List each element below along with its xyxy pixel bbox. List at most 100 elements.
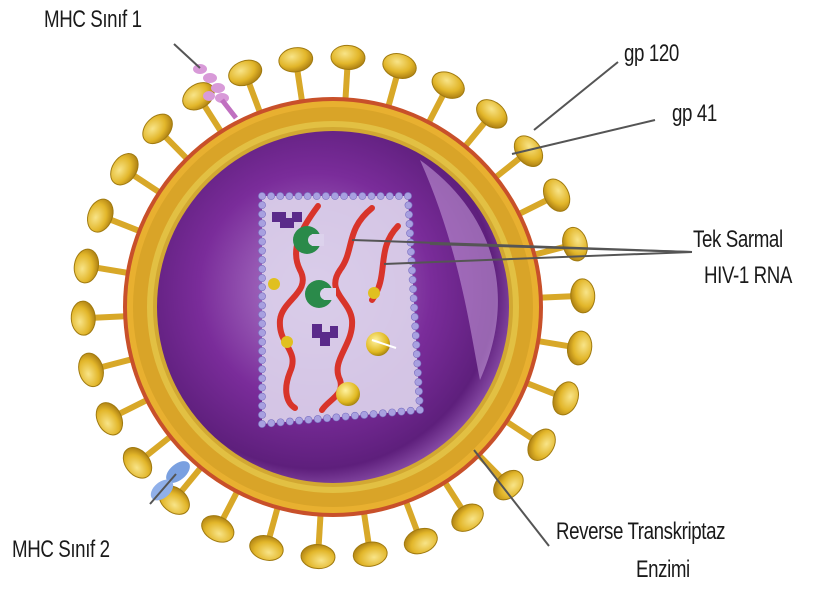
capsid-bead [409,267,416,274]
capsid-bead [258,329,265,336]
capsid-bead [351,412,358,419]
capsid-bead [304,192,311,199]
gp120-knob-icon [75,350,107,389]
gp120-knob-icon [548,378,583,418]
capsid-bead [415,378,422,385]
capsid-bead [368,192,375,199]
capsid-bead [406,230,413,237]
capsid-bead [258,293,265,300]
gp120-knob-icon [300,544,335,570]
capsid-bead [414,360,421,367]
gp120-knob-icon [71,301,96,336]
capsid-bead [407,407,414,414]
capsid-bead [405,211,412,218]
capsid-bead [404,192,411,199]
capsid-bead [258,357,265,364]
gp120-knob-icon [247,532,286,564]
capsid-bead [415,388,422,395]
capsid-bead [389,409,396,416]
capsid-bead [258,420,265,427]
gp120-knob-icon [277,45,314,74]
capsid-bead [258,366,265,373]
capsid-bead [408,248,415,255]
label-mhc-class1: MHC Sınıf 1 [44,6,142,34]
capsid-bead [258,238,265,245]
label-gp120: gp 120 [624,40,679,68]
leader-gp120 [534,62,618,130]
label-rt-line2: Enzimi [636,556,690,584]
capsid-bead [258,393,265,400]
leader-gp41 [512,120,655,154]
capsid-bead [314,415,321,422]
gp120-knob-icon [401,524,441,558]
gp120-knob-icon [522,424,561,466]
capsid-bead [411,304,418,311]
label-rt-line1: Reverse Transkriptaz [556,518,725,546]
gp120-knob-icon [83,195,118,235]
gp120-knob-icon [105,148,144,190]
capsid-bead [333,414,340,421]
capsid-bead [268,192,275,199]
capsid-bead [258,256,265,263]
capsid-bead [258,311,265,318]
capsid-bead [341,192,348,199]
enzyme-ball [336,382,360,406]
gp120-knob-icon [352,540,389,569]
gp120-knob-icon [225,56,265,90]
gp120-knob-icon [197,510,238,547]
capsid-bead [405,202,412,209]
gp120-knob-icon [565,329,594,366]
capsid-bead [258,284,265,291]
capsid-bead [258,375,265,382]
label-gp41: gp 41 [672,100,717,128]
capsid-bead [258,402,265,409]
capsid-bead [296,417,303,424]
capsid-bead [406,220,413,227]
capsid-bead [350,192,357,199]
capsid-bead [322,192,329,199]
gp120-knob-icon [428,67,469,104]
capsid-bead [258,202,265,209]
capsid-bead [258,192,265,199]
gp120-knob-icon [330,44,365,70]
capsid-bead [416,397,423,404]
capsid-bead [258,274,265,281]
gp120-knob-icon [447,498,489,537]
capsid-bead [258,347,265,354]
capsid-bead [258,302,265,309]
capsid-bead [258,384,265,391]
capsid-bead [305,416,312,423]
gp120-knob-icon [538,175,575,216]
capsid-bead [286,418,293,425]
capsid-bead [379,410,386,417]
capsid-bead [395,192,402,199]
capsid-bead [377,192,384,199]
capsid-bead [258,211,265,218]
capsid-bead [258,411,265,418]
label-rna-line2: HIV-1 RNA [704,262,792,290]
capsid-bead [412,332,419,339]
capsid-bead [258,247,265,254]
capsid-bead [258,320,265,327]
label-mhc-class2: MHC Sınıf 2 [12,536,110,564]
capsid-bead [313,192,320,199]
capsid-bead [331,192,338,199]
leader-mhc1 [174,44,200,68]
label-rna-line1: Tek Sarmal [693,226,783,254]
capsid-bead [258,229,265,236]
capsid-bead [342,413,349,420]
capsid-bead [398,408,405,415]
capsid-bead [413,351,420,358]
capsid-bead [409,276,416,283]
capsid-bead [413,341,420,348]
capsid-bead [410,295,417,302]
capsid-bead [359,192,366,199]
integrase-dot [281,336,293,348]
capsid-bead [323,415,330,422]
gp120-knob-icon [91,398,128,439]
integrase-dot [268,278,280,290]
gp120-knob-icon [380,50,419,82]
leader-rt [474,450,549,546]
capsid-bead [295,192,302,199]
